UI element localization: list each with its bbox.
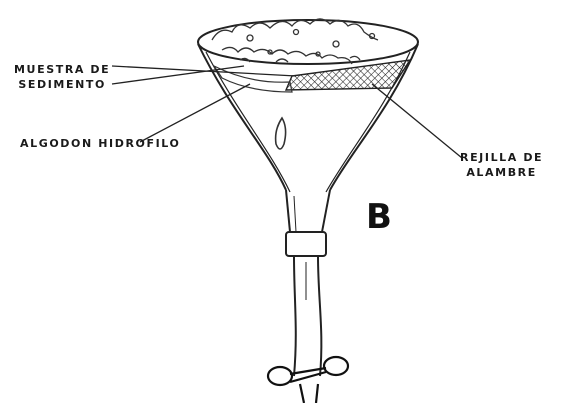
label-muestra-de-sedimento: MUESTRA DE SEDIMENTO xyxy=(14,62,110,92)
label-muestra-line-2: SEDIMENTO xyxy=(14,77,110,92)
cotton-layer xyxy=(214,66,292,92)
sediment-sample xyxy=(212,19,378,64)
panel-letter: B xyxy=(366,197,392,237)
label-rejilla-line-2: ALAMBRE xyxy=(460,165,543,180)
label-rejilla-de-alambre: REJILLA DE ALAMBRE xyxy=(460,150,543,180)
pinch-clamp xyxy=(268,357,348,403)
glass-highlight xyxy=(276,118,286,149)
label-rejilla-line-1: REJILLA DE xyxy=(460,150,543,165)
label-algodon-hidrofilo: ALGODON HIDROFILO xyxy=(20,136,180,151)
funnel-stem xyxy=(286,190,330,376)
label-muestra-line-1: MUESTRA DE xyxy=(14,62,110,77)
funnel-cone xyxy=(198,20,418,192)
